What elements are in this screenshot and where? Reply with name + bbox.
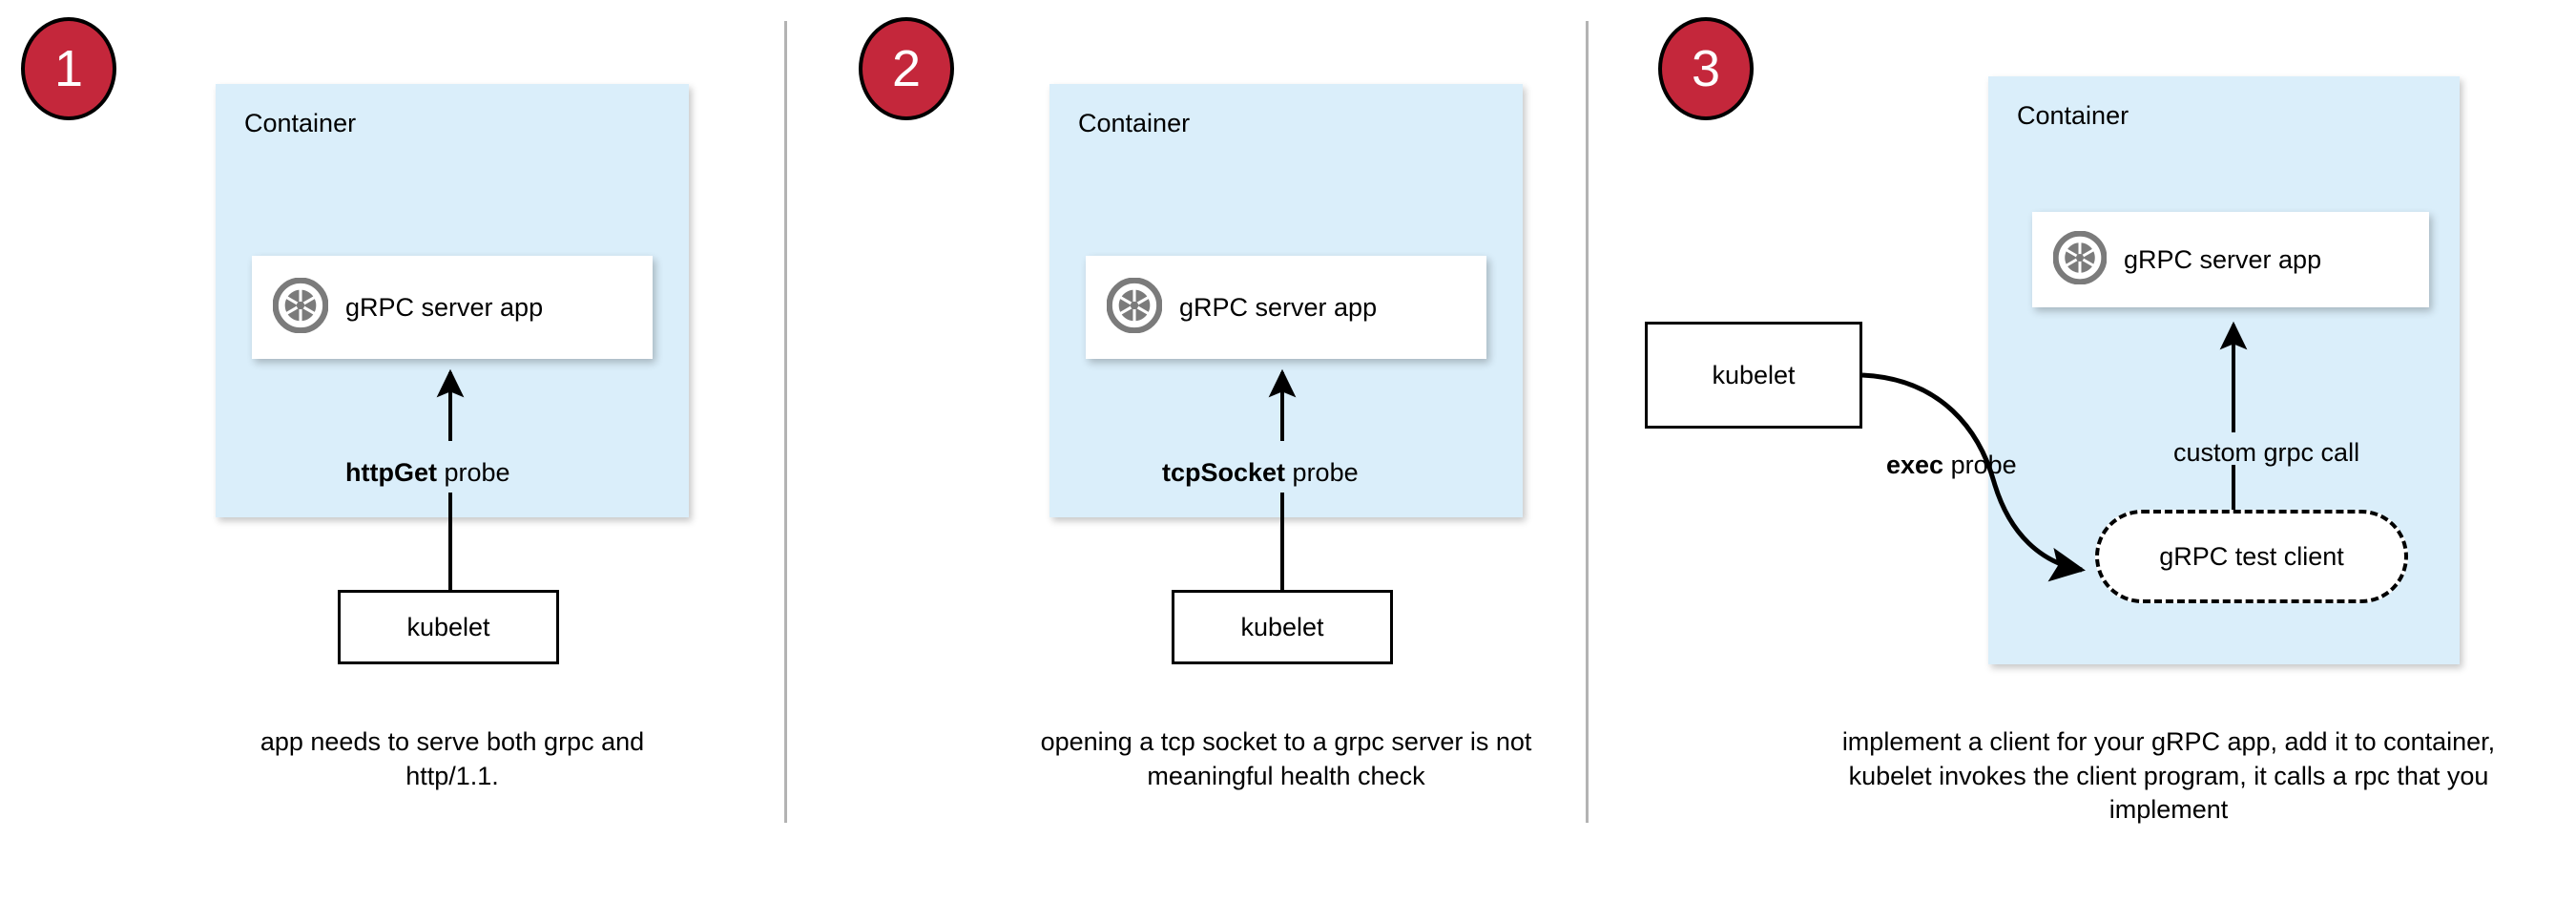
grpc-test-client-box: gRPC test client: [2095, 510, 2408, 603]
probe-word-3: probe: [1943, 451, 2017, 479]
grpc-server-app-card-2: gRPC server app: [1086, 256, 1486, 359]
grpc-test-client-label: gRPC test client: [2159, 541, 2344, 571]
caption-1: app needs to serve both grpc and http/1.…: [260, 727, 645, 790]
step-badge-3: 3: [1658, 17, 1754, 120]
kubelet-label-2: kubelet: [1240, 612, 1324, 641]
panel-divider-2: [1586, 21, 1589, 823]
probe-label-3: exec probe: [1886, 451, 2017, 480]
probe-type-3: exec: [1886, 451, 1944, 479]
custom-grpc-call-label: custom grpc call: [2173, 438, 2360, 467]
probe-word-1: probe: [436, 458, 510, 487]
probe-type-1: httpGet: [345, 458, 437, 487]
probe-label-2: tcpSocket probe: [1162, 458, 1359, 488]
kubelet-label-3: kubelet: [1712, 360, 1796, 389]
grpc-aperture-icon: [272, 277, 329, 338]
probe-type-2: tcpSocket: [1162, 458, 1286, 487]
panel-divider-1: [784, 21, 787, 823]
grpc-server-app-card-1: gRPC server app: [252, 256, 653, 359]
container-label-1: Container: [244, 109, 357, 137]
kubelet-label-1: kubelet: [406, 612, 490, 641]
caption-3: implement a client for your gRPC app, ad…: [1841, 727, 2496, 825]
step-badge-1: 1: [21, 17, 116, 120]
probe-label-1: httpGet probe: [345, 458, 510, 488]
kubelet-box-3: kubelet: [1645, 322, 1862, 429]
step-badge-1-number: 1: [53, 40, 84, 97]
probe-word-2: probe: [1285, 458, 1359, 487]
grpc-server-app-card-3: gRPC server app: [2032, 212, 2429, 307]
grpc-server-app-label-2: gRPC server app: [1179, 292, 1378, 322]
container-label-2: Container: [1078, 109, 1191, 137]
step-badge-2-number: 2: [891, 40, 922, 97]
grpc-aperture-icon: [1106, 277, 1163, 338]
caption-2: opening a tcp socket to a grpc server is…: [1040, 727, 1532, 790]
step-badge-2: 2: [859, 17, 954, 120]
kubelet-box-2: kubelet: [1172, 590, 1393, 664]
kubelet-box-1: kubelet: [338, 590, 559, 664]
grpc-server-app-label-1: gRPC server app: [345, 292, 544, 322]
container-label-3: Container: [2017, 101, 2129, 130]
grpc-aperture-icon: [2052, 230, 2108, 289]
grpc-server-app-label-3: gRPC server app: [2124, 244, 2322, 274]
step-badge-3-number: 3: [1691, 40, 1721, 97]
